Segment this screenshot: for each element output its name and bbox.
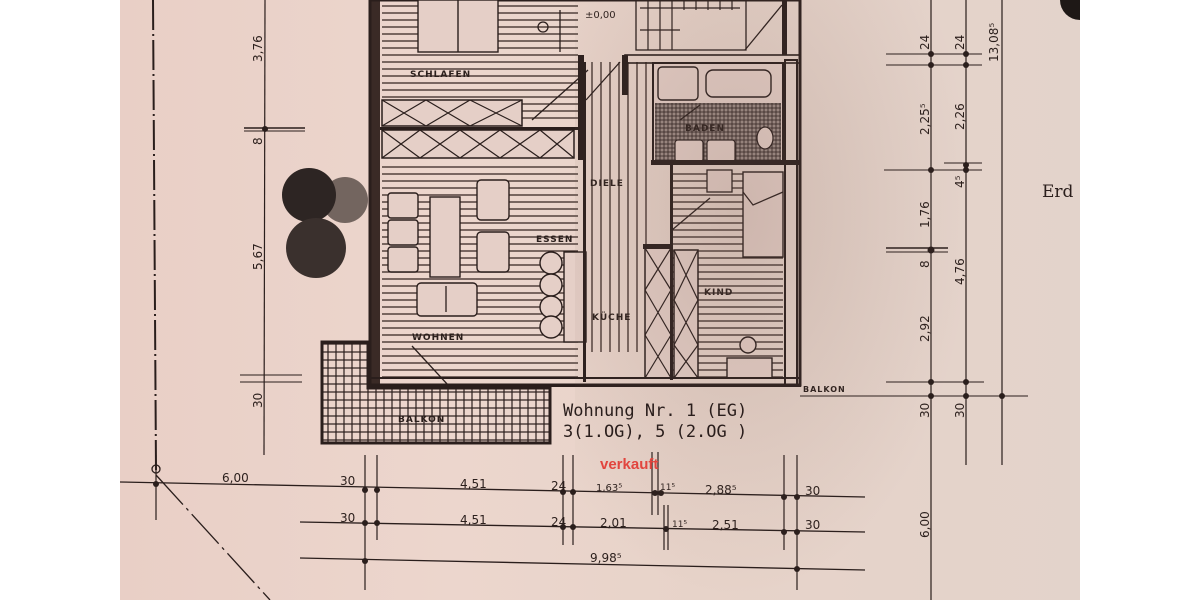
dim-right2-4: 30: [953, 403, 967, 418]
room-label-wohnen: WOHNEN: [412, 333, 464, 343]
dim-right1-1: 2,25⁵: [918, 103, 932, 135]
dim-bottom1-1: 30: [340, 474, 355, 488]
side-heading-partial: Erd: [1042, 182, 1074, 202]
dim-bottom2-2: 24: [551, 515, 566, 529]
apartment-title-line1: Wohnung Nr. 1 (EG): [563, 401, 748, 421]
dim-bottom1-0: 6,00: [222, 471, 249, 485]
room-label-kueche: KÜCHE: [592, 312, 631, 323]
dim-bottom2-1: 4,51: [460, 513, 487, 527]
dim-left-low: 30: [251, 393, 265, 408]
dim-right1-5: 30: [918, 403, 932, 418]
apartment-title-line2: 3(1.OG), 5 (2.OG ): [563, 422, 748, 442]
sold-status-label: verkauft: [600, 456, 659, 473]
dim-right1-4: 2,92: [918, 315, 932, 342]
dim-bottom2-5: 2,51: [712, 518, 739, 532]
room-label-balkon: BALKON: [398, 415, 445, 425]
floor-plan-drawing: SCHLAFEN DIELE BADEN ESSEN WOHNEN KÜCHE …: [120, 0, 1028, 600]
dim-right2-0: 24: [953, 35, 967, 50]
dim-bottom1-5: 11⁵: [660, 483, 675, 493]
dim-right2-3: 4,76: [953, 258, 967, 285]
dim-bottom2-6: 30: [805, 518, 820, 532]
room-label-schlafen: SCHLAFEN: [410, 70, 471, 80]
dim-left-top: 3,76: [251, 35, 265, 62]
dim-right1-3: 8: [918, 260, 932, 268]
floor-plan-photo: SCHLAFEN DIELE BADEN ESSEN WOHNEN KÜCHE …: [120, 0, 1080, 600]
dim-right1-2: 1,76: [918, 201, 932, 228]
dim-bottom1-4: 1,63⁵: [596, 483, 622, 494]
dim-bottom-total: 9,98⁵: [590, 551, 622, 565]
dim-right-total: 13,08⁵: [987, 23, 1001, 62]
dim-bottom1-7: 30: [805, 484, 820, 498]
dim-bottom2-0: 30: [340, 511, 355, 525]
dim-right1-0: 24: [918, 35, 932, 50]
dim-bottom1-2: 4,51: [460, 477, 487, 491]
dim-bottom1-3: 24: [551, 479, 566, 493]
stair-level-label: ±0,00: [585, 10, 616, 21]
room-label-essen: ESSEN: [536, 235, 573, 245]
dim-left-mid: 8: [251, 137, 265, 145]
dim-left-bottom: 5,67: [251, 243, 265, 270]
room-label-balkon-right: BALKON: [803, 385, 846, 394]
dim-right2-1: 2,26: [953, 103, 967, 130]
room-label-baden: BADEN: [685, 124, 725, 134]
dim-bottom2-4: 11⁵: [672, 520, 687, 530]
dim-right1-6: 6,00: [918, 511, 932, 538]
room-label-kind: KIND: [704, 288, 733, 298]
dim-bottom1-6: 2,88⁵: [705, 483, 737, 497]
room-label-diele: DIELE: [590, 179, 624, 189]
dim-bottom2-3: 2,01: [600, 516, 627, 530]
dim-right2-2: 4⁵: [953, 175, 967, 188]
